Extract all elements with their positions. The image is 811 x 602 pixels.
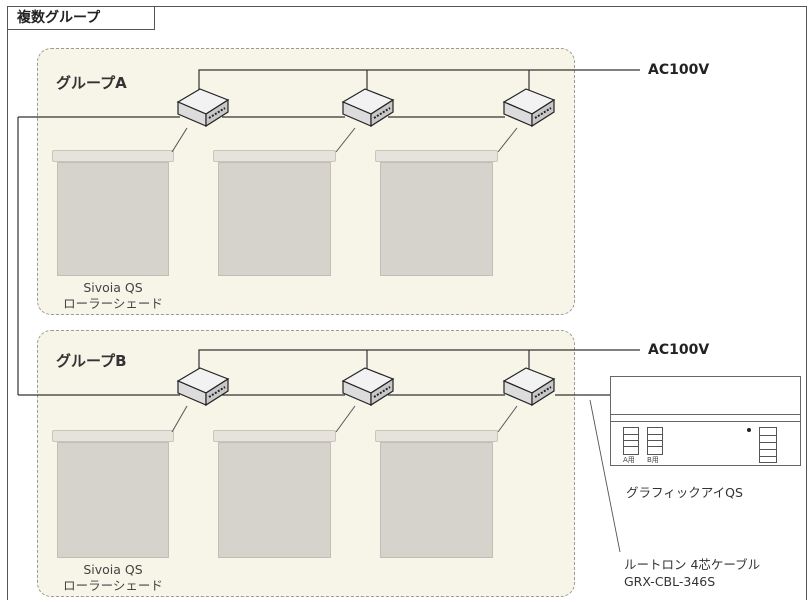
- graphic-eye-keypad: A用 B用: [610, 376, 801, 466]
- diagram-frame: [7, 6, 807, 600]
- group-b-product-label: Sivoia QS ローラーシェード: [52, 562, 174, 594]
- power-panel-icon: [176, 367, 230, 407]
- group-b-power-label: AC100V: [648, 342, 710, 358]
- power-panel-icon: [341, 367, 395, 407]
- keypad-button-group-a: [623, 427, 639, 455]
- diagram-title: 複数グループ: [7, 6, 155, 30]
- roller-shade: [213, 430, 336, 558]
- roller-shade: [375, 430, 498, 558]
- group-a-product-label: Sivoia QS ローラーシェード: [52, 280, 174, 312]
- cable-name: ルートロン 4芯ケーブル: [624, 557, 761, 572]
- keypad-label: グラフィックアイQS: [626, 485, 743, 500]
- roller-shade: [52, 430, 174, 558]
- roller-shade: [52, 150, 174, 276]
- product-name: Sivoia QS: [83, 280, 143, 295]
- group-b-power-bus: [198, 349, 640, 375]
- status-led-icon: [747, 428, 751, 432]
- keypad-label-a: A用: [623, 456, 635, 464]
- keypad-label-b: B用: [647, 456, 659, 464]
- group-a-power-bus: [198, 69, 640, 97]
- roller-shade: [213, 150, 336, 276]
- product-type: ローラーシェード: [63, 578, 163, 593]
- power-panel-icon: [502, 88, 556, 128]
- group-a-label: グループA: [56, 74, 127, 92]
- cable-pointer: [589, 399, 621, 553]
- cable-label: ルートロン 4芯ケーブル GRX-CBL-346S: [624, 556, 760, 590]
- power-panel-icon: [502, 367, 556, 407]
- power-panel-icon: [176, 88, 230, 128]
- product-name: Sivoia QS: [83, 562, 143, 577]
- group-a-power-label: AC100V: [648, 62, 710, 78]
- product-type: ローラーシェード: [63, 296, 163, 311]
- keypad-button-group-b: [647, 427, 663, 455]
- roller-shade: [375, 150, 498, 276]
- drive-cables: [171, 127, 518, 433]
- cable-model: GRX-CBL-346S: [624, 574, 716, 589]
- group-b-label: グループB: [56, 352, 127, 370]
- power-panel-icon: [341, 88, 395, 128]
- keypad-scene-buttons: [759, 427, 777, 463]
